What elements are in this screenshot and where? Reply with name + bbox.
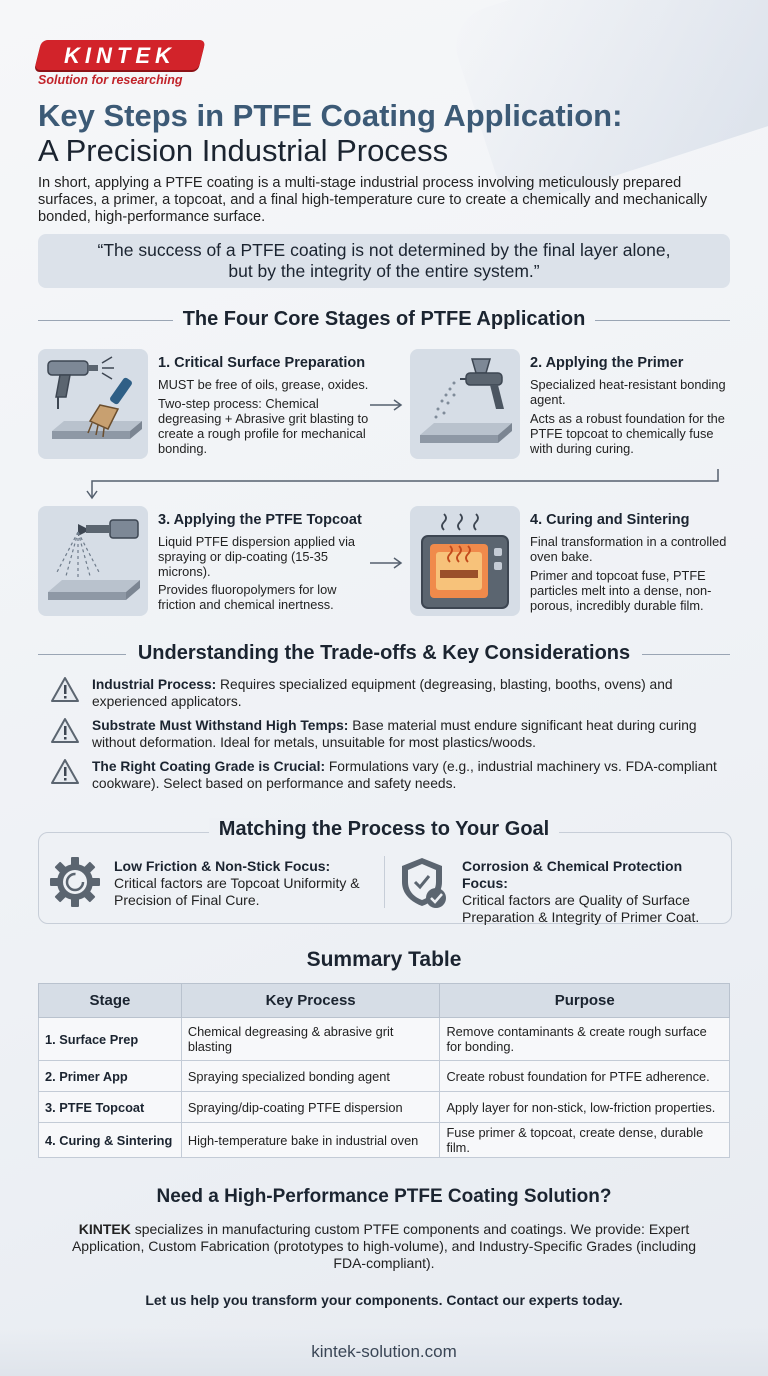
tradeoffs-heading: Understanding the Trade-offs & Key Consi… [38, 642, 730, 665]
stage-2-text-1: Specialized heat-resistant bonding agent… [530, 377, 726, 407]
cta-brand: KINTEK [78, 1221, 131, 1237]
gear-icon [50, 857, 100, 907]
stage-4-title: 4. Curing and Sintering [530, 512, 690, 528]
goal-left: Low Friction & Non-Stick Focus: Critical… [114, 858, 374, 909]
tradeoff-1-text: Requires specialized equipment (degreasi… [92, 677, 673, 709]
goal-left-label: Low Friction & Non-Stick Focus: [114, 858, 331, 874]
table-row: 4. Curing & Sintering High-temperature b… [38, 1122, 730, 1158]
table-row: 3. PTFE Topcoat Spraying/dip-coating PTF… [38, 1091, 730, 1123]
col-purpose: Purpose [439, 983, 730, 1018]
warning-icon [51, 677, 79, 702]
logo-tagline: Solution for researching [38, 73, 183, 87]
cta-heading: Need a High-Performance PTFE Coating Sol… [156, 1186, 612, 1207]
intro-paragraph: In short, applying a PTFE coating is a m… [38, 175, 708, 225]
cta-text: KINTEK specializes in manufacturing cust… [71, 1221, 697, 1271]
tradeoff-3-text: Formulations vary (e.g., industrial mach… [92, 759, 717, 791]
goal-box [38, 832, 732, 924]
stage-2-text-2: Acts as a robust foundation for the PTFE… [530, 411, 725, 456]
goal-right-text: Critical factors are Quality of Surface … [462, 892, 700, 925]
col-stage: Stage [38, 983, 182, 1018]
spray-gun-brush-icon [38, 349, 148, 459]
cta-contact-line[interactable]: Let us help you transform your component… [145, 1292, 623, 1308]
table-row: 2. Primer App Spraying specialized bondi… [38, 1060, 730, 1092]
quote-line-2: but by the integrity of the entire syste… [228, 261, 540, 281]
summary-heading: Summary Table [306, 948, 462, 971]
kintek-logo[interactable]: KINTEK Solution for researching [34, 40, 206, 87]
warning-icon [51, 718, 79, 743]
stage-3-text-2: Provides fluoropolymers for low friction… [158, 582, 337, 612]
stage-1-text-2: Two-step process: Chemical degreasing + … [158, 396, 369, 456]
warning-icon [51, 759, 79, 784]
tradeoff-1-label: Industrial Process: [92, 677, 217, 692]
spray-nozzle-icon [38, 506, 148, 616]
table-row: 1. Surface Prep Chemical degreasing & ab… [38, 1017, 730, 1061]
stage-1-text-1: MUST be free of oils, grease, oxides. [158, 377, 369, 392]
stage-3-title: 3. Applying the PTFE Topcoat [158, 512, 362, 528]
logo-brand: KINTEK [64, 43, 176, 68]
spray-gun-icon [410, 349, 520, 459]
summary-table: Stage Key Process Purpose 1. Surface Pre… [38, 983, 730, 1158]
stage-3-text-1: Liquid PTFE dispersion applied via spray… [158, 534, 356, 579]
footer-url-link[interactable]: kintek-solution.com [311, 1342, 457, 1361]
stages-heading: The Four Core Stages of PTFE Application [38, 308, 730, 331]
goal-right: Corrosion & Chemical Protection Focus: C… [462, 858, 726, 926]
stage-4-text-1: Final transformation in a controlled ove… [530, 534, 727, 564]
shield-check-icon [402, 858, 446, 908]
goal-left-text: Critical factors are Topcoat Uniformity … [114, 875, 360, 908]
quote-line-1: “The success of a PTFE coating is not de… [97, 240, 671, 260]
tradeoff-2-label: Substrate Must Withstand High Temps: [92, 718, 349, 733]
connector-arrow-icon [86, 469, 719, 500]
goal-heading: Matching the Process to Your Goal [0, 818, 768, 841]
tradeoff-3-label: The Right Coating Grade is Crucial: [92, 759, 326, 774]
page-title: Key Steps in PTFE Coating Application: [38, 98, 623, 133]
tradeoff-2-text: Base material must endure significant he… [92, 718, 697, 750]
stage-1-title: 1. Critical Surface Preparation [158, 355, 366, 371]
stage-2-title: 2. Applying the Primer [530, 355, 684, 371]
col-key-process: Key Process [180, 983, 441, 1018]
oven-icon [410, 506, 520, 616]
stage-4-text-2: Primer and topcoat fuse, PTFE particles … [530, 568, 712, 613]
quote-box: “The success of a PTFE coating is not de… [38, 234, 730, 288]
page-subtitle: A Precision Industrial Process [38, 133, 449, 168]
arrow-right-icon [370, 557, 403, 569]
arrow-right-icon [370, 399, 403, 411]
goal-right-label: Corrosion & Chemical Protection Focus: [462, 858, 683, 891]
